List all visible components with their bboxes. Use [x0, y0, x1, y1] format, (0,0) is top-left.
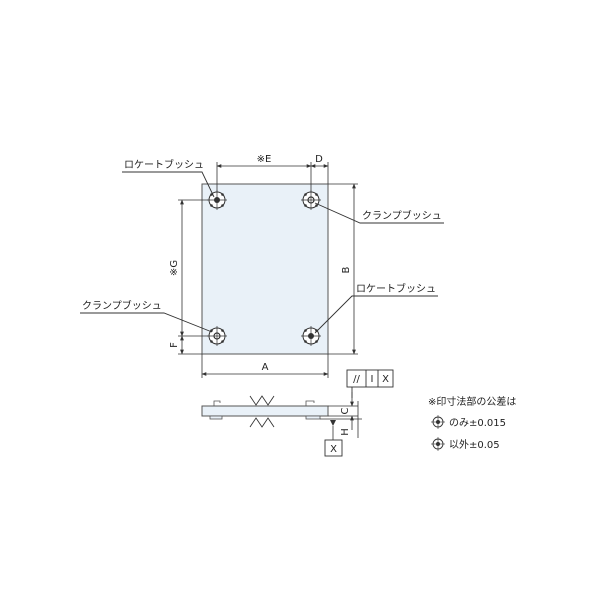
machining-mark-bottom	[249, 417, 275, 428]
bush-bottom-left	[207, 326, 227, 346]
dim-e: ※E	[257, 154, 272, 165]
bush-top-left	[207, 190, 227, 210]
plate-side-view	[201, 405, 329, 417]
machining-mark-top	[249, 395, 275, 406]
svg-text://: //	[353, 374, 360, 385]
bush-symbol-filled-icon	[431, 415, 445, 429]
dim-h: H	[340, 428, 351, 436]
dim-c: C	[340, 407, 351, 414]
note-heading: ※印寸法部の公差は	[428, 395, 516, 408]
label-clamp-bush-left: クランプブッシュ	[82, 299, 162, 312]
svg-text:Ⅰ: Ⅰ	[371, 374, 374, 385]
dim-f: F	[169, 342, 180, 348]
bush-symbol-hollow-icon	[431, 437, 445, 451]
svg-text:X: X	[330, 444, 337, 455]
dim-d: D	[315, 154, 323, 165]
label-locate-bush-top: ロケートブッシュ	[124, 158, 204, 171]
svg-text:X: X	[382, 374, 389, 385]
dim-g: ※G	[169, 260, 180, 276]
datum-box	[324, 439, 343, 457]
tolerance-frame: // Ⅰ X	[346, 369, 394, 388]
label-clamp-bush-right: クランプブッシュ	[362, 209, 442, 222]
datum-triangle	[330, 420, 336, 426]
note-line-2: 以外±0.05	[449, 439, 500, 451]
dim-b: B	[341, 266, 352, 273]
plate-top-view	[201, 183, 329, 355]
bush-bottom-right	[301, 326, 321, 346]
dim-a: A	[262, 362, 269, 373]
label-locate-bush-right: ロケートブッシュ	[356, 282, 436, 295]
note-line-1: のみ±0.015	[449, 418, 506, 429]
